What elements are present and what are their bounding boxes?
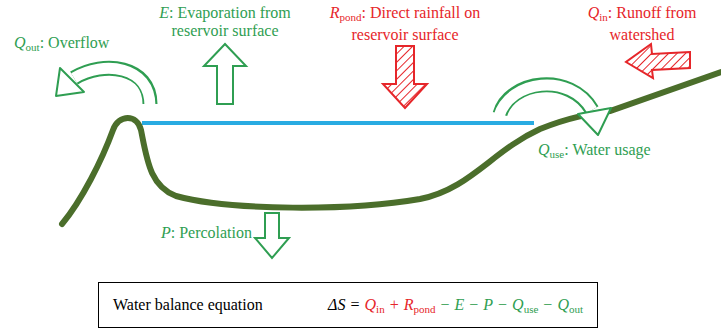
- operator: +: [390, 296, 399, 313]
- variable-symbol: P: [483, 296, 493, 313]
- overflow-arrow: [56, 68, 84, 96]
- subscript: use: [524, 303, 539, 315]
- annotation-label: Rpond: Direct rainfall on reservoir surf…: [325, 4, 485, 44]
- evaporation-arrow: [204, 44, 246, 104]
- term-description: : Percolation: [171, 224, 252, 241]
- operator: −: [498, 296, 507, 313]
- term-description: : Evaporation from reservoir surface: [169, 4, 291, 39]
- variable-symbol: P: [161, 224, 171, 241]
- variable-symbol: E: [159, 4, 169, 21]
- variable-symbol: Q: [365, 296, 377, 313]
- equation-box: Water balance equationΔS=Qin+Rpond−E−P−Q…: [98, 282, 598, 328]
- operator: −: [440, 296, 449, 313]
- usage-arrow: [499, 85, 592, 116]
- subscript: out: [569, 303, 583, 315]
- subscript: use: [550, 148, 565, 160]
- variable-symbol: Q: [538, 141, 550, 158]
- annotation-label: P: Percolation: [140, 224, 252, 242]
- subscript: pond: [340, 11, 362, 23]
- variable-symbol: Q: [557, 296, 569, 313]
- annotation-label: E: Evaporation from reservoir surface: [150, 4, 300, 40]
- operator: −: [469, 296, 478, 313]
- annotation-label: Quse: Water usage: [538, 141, 708, 163]
- usage-arrow: [578, 108, 611, 135]
- equation-title: Water balance equation: [113, 296, 263, 314]
- variable-symbol: R: [404, 296, 414, 313]
- variable-symbol: R: [330, 4, 340, 21]
- operator: −: [543, 296, 552, 313]
- annotation-label: Qout: Overflow: [14, 34, 144, 56]
- subscript: in: [376, 303, 385, 315]
- variable-symbol: Q: [588, 4, 600, 21]
- subscript: pond: [413, 303, 435, 315]
- water-surface: [142, 121, 534, 125]
- term-description: : Overflow: [40, 34, 110, 51]
- operator: =: [350, 296, 359, 313]
- term-description: : Runoff from watershed: [608, 4, 697, 43]
- terrain-outline: [62, 72, 721, 224]
- variable-symbol: Q: [512, 296, 524, 313]
- equation-formula: ΔS=Qin+Rpond−E−P−Quse−Qout: [288, 296, 583, 315]
- overflow-arrow: [74, 68, 150, 106]
- subscript: out: [26, 41, 40, 53]
- percolation-arrow: [255, 213, 289, 258]
- runoff-arrow: [626, 44, 690, 78]
- variable-symbol: ΔS: [328, 296, 345, 313]
- term-description: : Water usage: [564, 141, 650, 158]
- subscript: in: [599, 11, 608, 23]
- variable-symbol: Q: [14, 34, 26, 51]
- rainfall-arrow: [383, 46, 427, 108]
- variable-symbol: E: [454, 296, 464, 313]
- annotation-label: Qin: Runoff from watershed: [572, 4, 712, 44]
- term-description: : Direct rainfall on reservoir surface: [351, 4, 480, 43]
